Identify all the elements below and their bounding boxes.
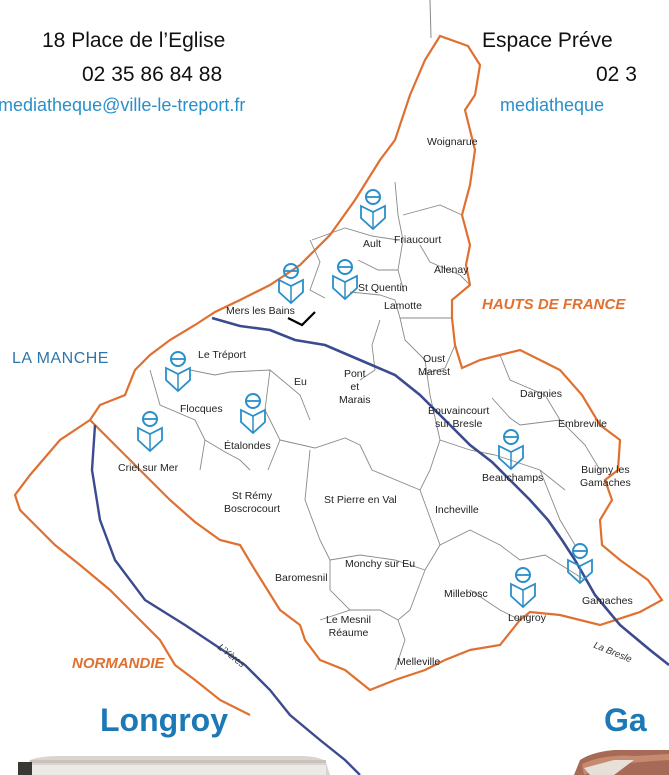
region-border-west — [13, 419, 251, 716]
commune-flocques: Flocques — [180, 403, 223, 415]
library-book-marker-icon — [240, 393, 266, 434]
commune-friaucourt: Friaucourt — [394, 234, 442, 246]
library-book-marker-icon — [165, 351, 191, 392]
library-book-marker-icon — [510, 567, 536, 608]
section-title-longroy: Longroy — [100, 702, 228, 738]
region-label-normandie: NORMANDIE — [72, 655, 165, 672]
address-phone: 02 35 86 84 88 — [82, 63, 223, 86]
sea-label-la-manche: LA MANCHE — [12, 350, 109, 367]
mers-marker — [287, 311, 316, 327]
commune-lamotte: Lamotte — [384, 300, 422, 312]
commune-monchy-sur-eu: Monchy sur Eu — [345, 558, 416, 570]
section-title-gamaches: Ga — [604, 702, 647, 738]
library-book-marker-icon — [498, 429, 524, 470]
commune-baromesnil: Baromesnil — [275, 572, 328, 584]
commune-st-quentin: St Quentin — [358, 282, 408, 294]
commune-le-treport: Le Tréport — [198, 349, 246, 361]
library-book-marker-icon — [332, 259, 358, 300]
address-right-email-link[interactable]: mediatheque — [500, 95, 605, 115]
commune-embreville: Embreville — [558, 418, 608, 430]
commune-gamaches: Gamaches — [582, 595, 633, 607]
commune-allenay: Allenay — [434, 264, 469, 276]
river-yeres — [90, 424, 361, 775]
commune-etalondes: Étalondes — [224, 440, 271, 452]
gamaches-library-photo — [574, 750, 669, 775]
commune-ault: Ault — [363, 238, 382, 250]
commune-longroy: Longroy — [508, 612, 546, 624]
commune-dargnies: Dargnies — [520, 388, 563, 400]
address-street: 18 Place de l’Eglise — [42, 29, 226, 52]
commune-borders — [149, 181, 601, 671]
region-label-hauts-de-france: HAUTS DE FRANCE — [482, 296, 626, 313]
header-divider — [429, 0, 432, 39]
address-right-street: Espace Préve — [482, 29, 613, 52]
commune-woignarue: Woignarue — [427, 136, 478, 148]
commune-st-pierre-en-val: St Pierre en Val — [324, 494, 397, 506]
library-book-marker-icon — [137, 411, 163, 452]
address-right-phone: 02 3 — [596, 63, 637, 86]
library-book-marker-icon — [567, 543, 593, 584]
commune-mers-les-bains: Mers les Bains — [226, 305, 295, 317]
region-border — [88, 34, 664, 692]
library-book-marker-icon — [278, 263, 304, 304]
longroy-library-photo — [0, 756, 330, 775]
commune-incheville: Incheville — [435, 504, 479, 516]
commune-criel-sur-mer: Criel sur Mer — [118, 462, 179, 474]
commune-beauchamps: Beauchamps — [482, 472, 544, 484]
commune-eu: Eu — [294, 376, 307, 388]
library-book-marker-icon — [360, 189, 386, 230]
river-bresle — [211, 316, 669, 667]
address-email-link[interactable]: mediatheque@ville-le-treport.fr — [0, 95, 246, 115]
commune-melleville: Melleville — [397, 656, 441, 668]
commune-millebosc: Millebosc — [444, 588, 488, 600]
